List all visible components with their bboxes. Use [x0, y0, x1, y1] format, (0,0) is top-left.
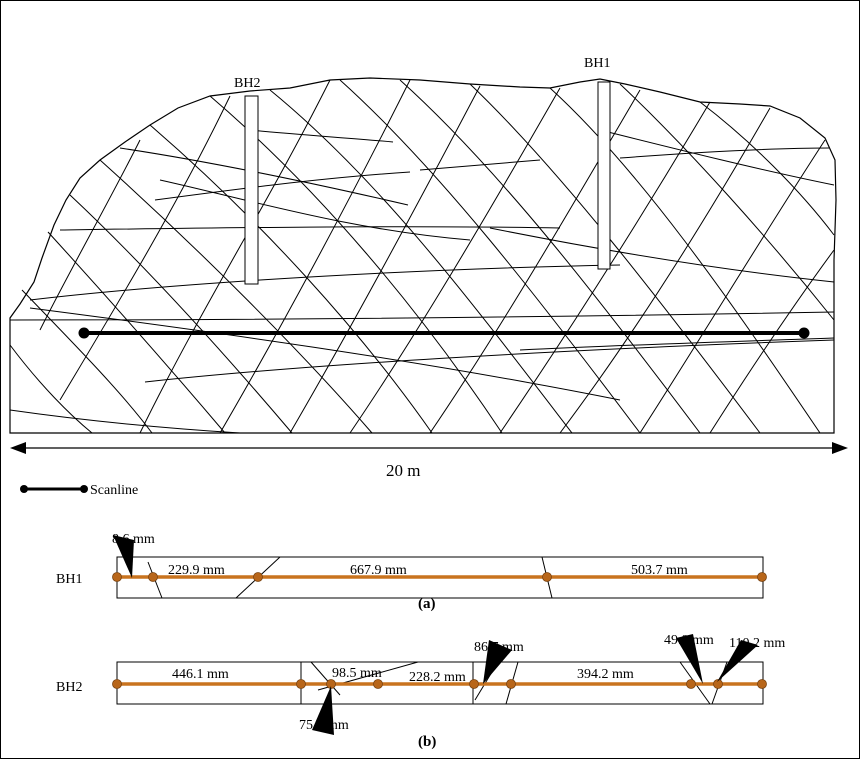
legend-label: Scanline: [90, 483, 138, 498]
bh1-intersections: [112, 572, 767, 582]
bh2-callout-pointer-1: [312, 686, 334, 735]
bh2-spacing-6: 394.2 mm: [577, 667, 634, 682]
bh2-spacing-2: 75.5 mm: [299, 718, 349, 733]
legend: Scanline: [20, 483, 138, 498]
bh1-core-log: BH1 8.6 mm 229.9 mm 667.9 mm 503.7 mm (a…: [56, 532, 767, 612]
bh1-row-label: BH1: [56, 572, 82, 587]
bh2-spacing-7: 49.8 mm: [664, 633, 714, 648]
bh1-spacing-3: 667.9 mm: [350, 563, 407, 578]
bh2-intersections: [112, 679, 767, 689]
bh2-spacing-1: 446.1 mm: [172, 667, 229, 682]
bh2-callout-pointer-3: [676, 634, 703, 684]
dimension-20m: 20 m: [10, 442, 848, 480]
bh2-spacing-4: 228.2 mm: [409, 670, 466, 685]
rock-outline: [9, 77, 837, 434]
bh1-spacing-2: 229.9 mm: [168, 563, 225, 578]
bh1-caption: (a): [418, 596, 436, 612]
bh1-callout-pointer: [113, 535, 134, 578]
borehole-bh1-label: BH1: [584, 56, 610, 71]
fracture-network: [9, 79, 835, 434]
bh2-core-log: BH2 446.1 mm 75.5 mm: [56, 633, 785, 750]
bh1-spacing-4: 503.7 mm: [631, 563, 688, 578]
bh2-callout-pointer-2: [483, 640, 512, 684]
borehole-bh1: [597, 81, 611, 270]
legend-point-right: [80, 485, 88, 493]
rock-mass: BH2 BH1: [9, 56, 837, 434]
bh2-spacing-5: 86.7 mm: [474, 640, 524, 655]
bh2-spacing-3: 98.5 mm: [332, 666, 382, 681]
dimension-arrow-right: [832, 442, 848, 454]
borehole-bh2: [244, 95, 259, 285]
bh2-caption: (b): [418, 734, 436, 750]
bh1-spacing-1: 8.6 mm: [112, 532, 155, 547]
bh2-row-label: BH2: [56, 680, 82, 695]
scanline-start-point: [78, 327, 90, 339]
bh2-callout-pointer-4: [717, 640, 758, 682]
scanline-end-point: [798, 327, 810, 339]
legend-point-left: [20, 485, 28, 493]
bh2-spacing-8: 110.2 mm: [729, 636, 785, 651]
dimension-label: 20 m: [386, 461, 420, 480]
borehole-bh2-label: BH2: [234, 76, 260, 91]
dimension-arrow-left: [10, 442, 26, 454]
